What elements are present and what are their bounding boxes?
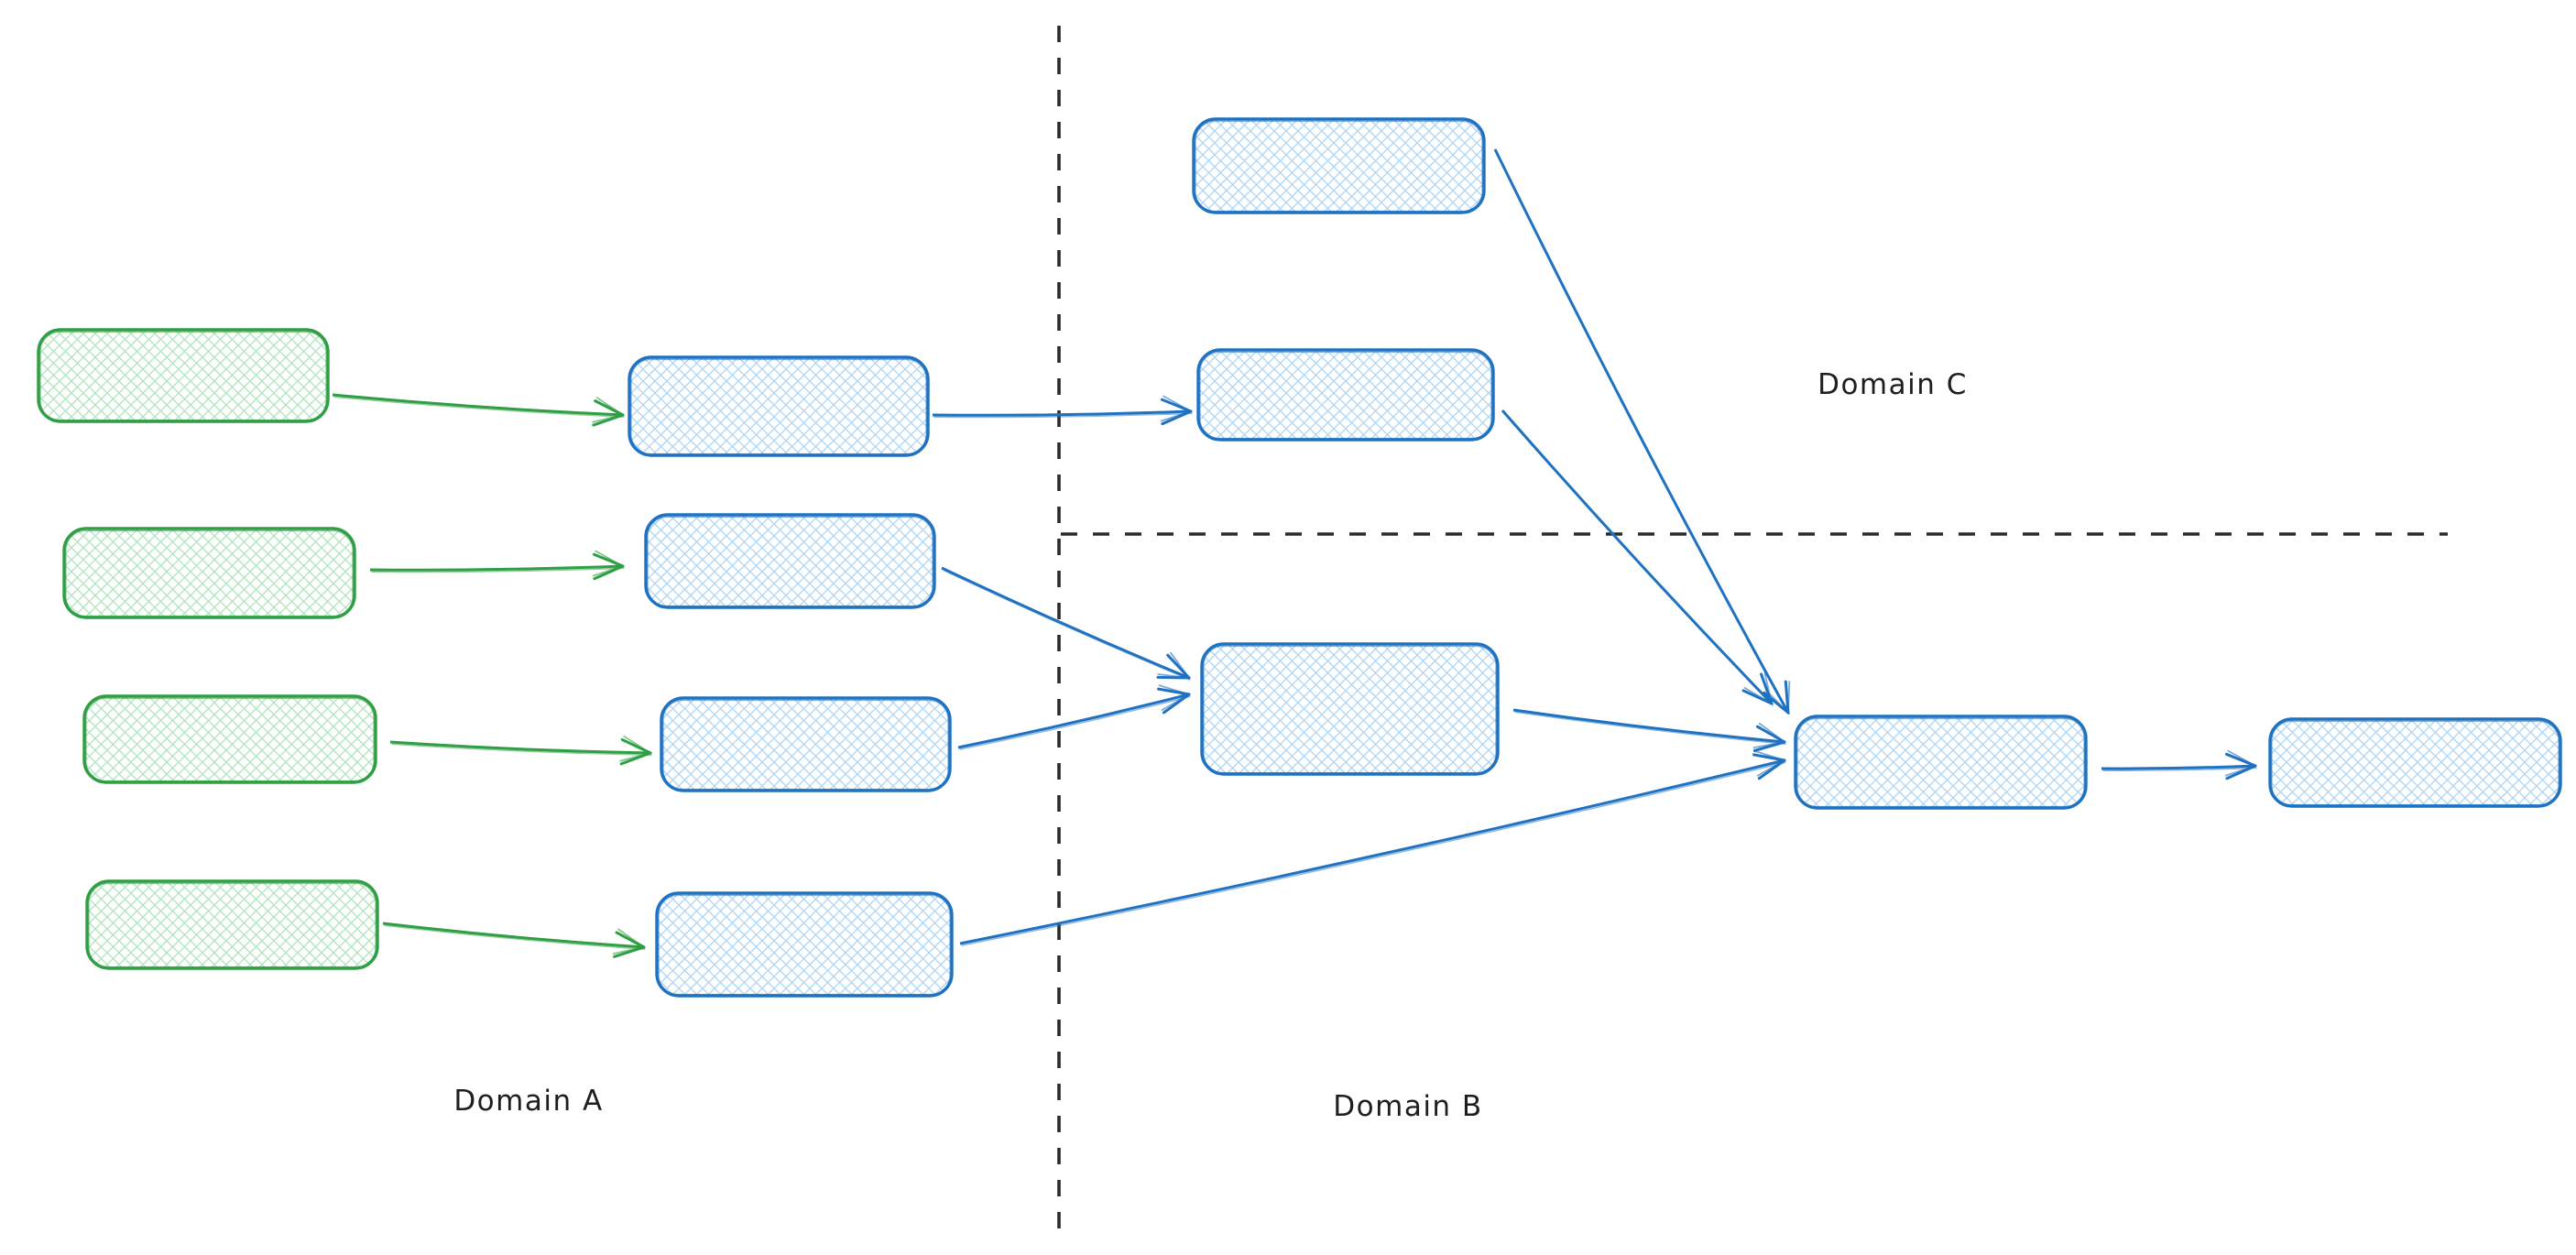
node-domain-a-process-1[interactable] (628, 355, 930, 457)
arrow-source2-process2[interactable] (369, 550, 625, 581)
node-domain-a-process-3[interactable] (660, 696, 952, 792)
node-domain-a-source-2[interactable] (62, 527, 356, 619)
arrow-process3-b2[interactable] (957, 684, 1191, 750)
label-domain-b[interactable]: Domain B (1333, 1090, 1482, 1123)
node-domain-b-output-box[interactable] (2268, 717, 2562, 808)
arrow-ctop-merge[interactable] (1493, 148, 1791, 715)
arrow-process1-b1[interactable] (932, 395, 1193, 426)
arrow-b1-merge[interactable] (1501, 409, 1774, 706)
node-domain-a-source-3[interactable] (82, 694, 377, 784)
arrow-source3-process3[interactable] (389, 735, 652, 766)
node-domain-a-process-2[interactable] (644, 513, 936, 609)
arrow-merge-output[interactable] (2101, 749, 2257, 780)
arrow-process2-b2[interactable] (941, 566, 1191, 681)
node-domain-b-box-1[interactable] (1196, 348, 1495, 442)
node-domain-a-source-1[interactable] (37, 328, 330, 423)
node-domain-a-process-4[interactable] (655, 891, 954, 998)
label-domain-c[interactable]: Domain C (1817, 368, 1968, 401)
node-domain-c-box-top[interactable] (1192, 117, 1486, 214)
label-domain-a[interactable]: Domain A (453, 1085, 603, 1118)
node-domain-b-merge-box[interactable] (1794, 715, 2088, 810)
node-domain-a-source-4[interactable] (85, 879, 379, 970)
arrow-source4-process4[interactable] (382, 922, 646, 958)
arrow-process4-merge[interactable] (959, 750, 1786, 946)
arrow-source1-process1[interactable] (332, 393, 625, 427)
node-domain-b-box-2[interactable] (1200, 642, 1500, 776)
arrow-b2-merge[interactable] (1512, 708, 1786, 752)
